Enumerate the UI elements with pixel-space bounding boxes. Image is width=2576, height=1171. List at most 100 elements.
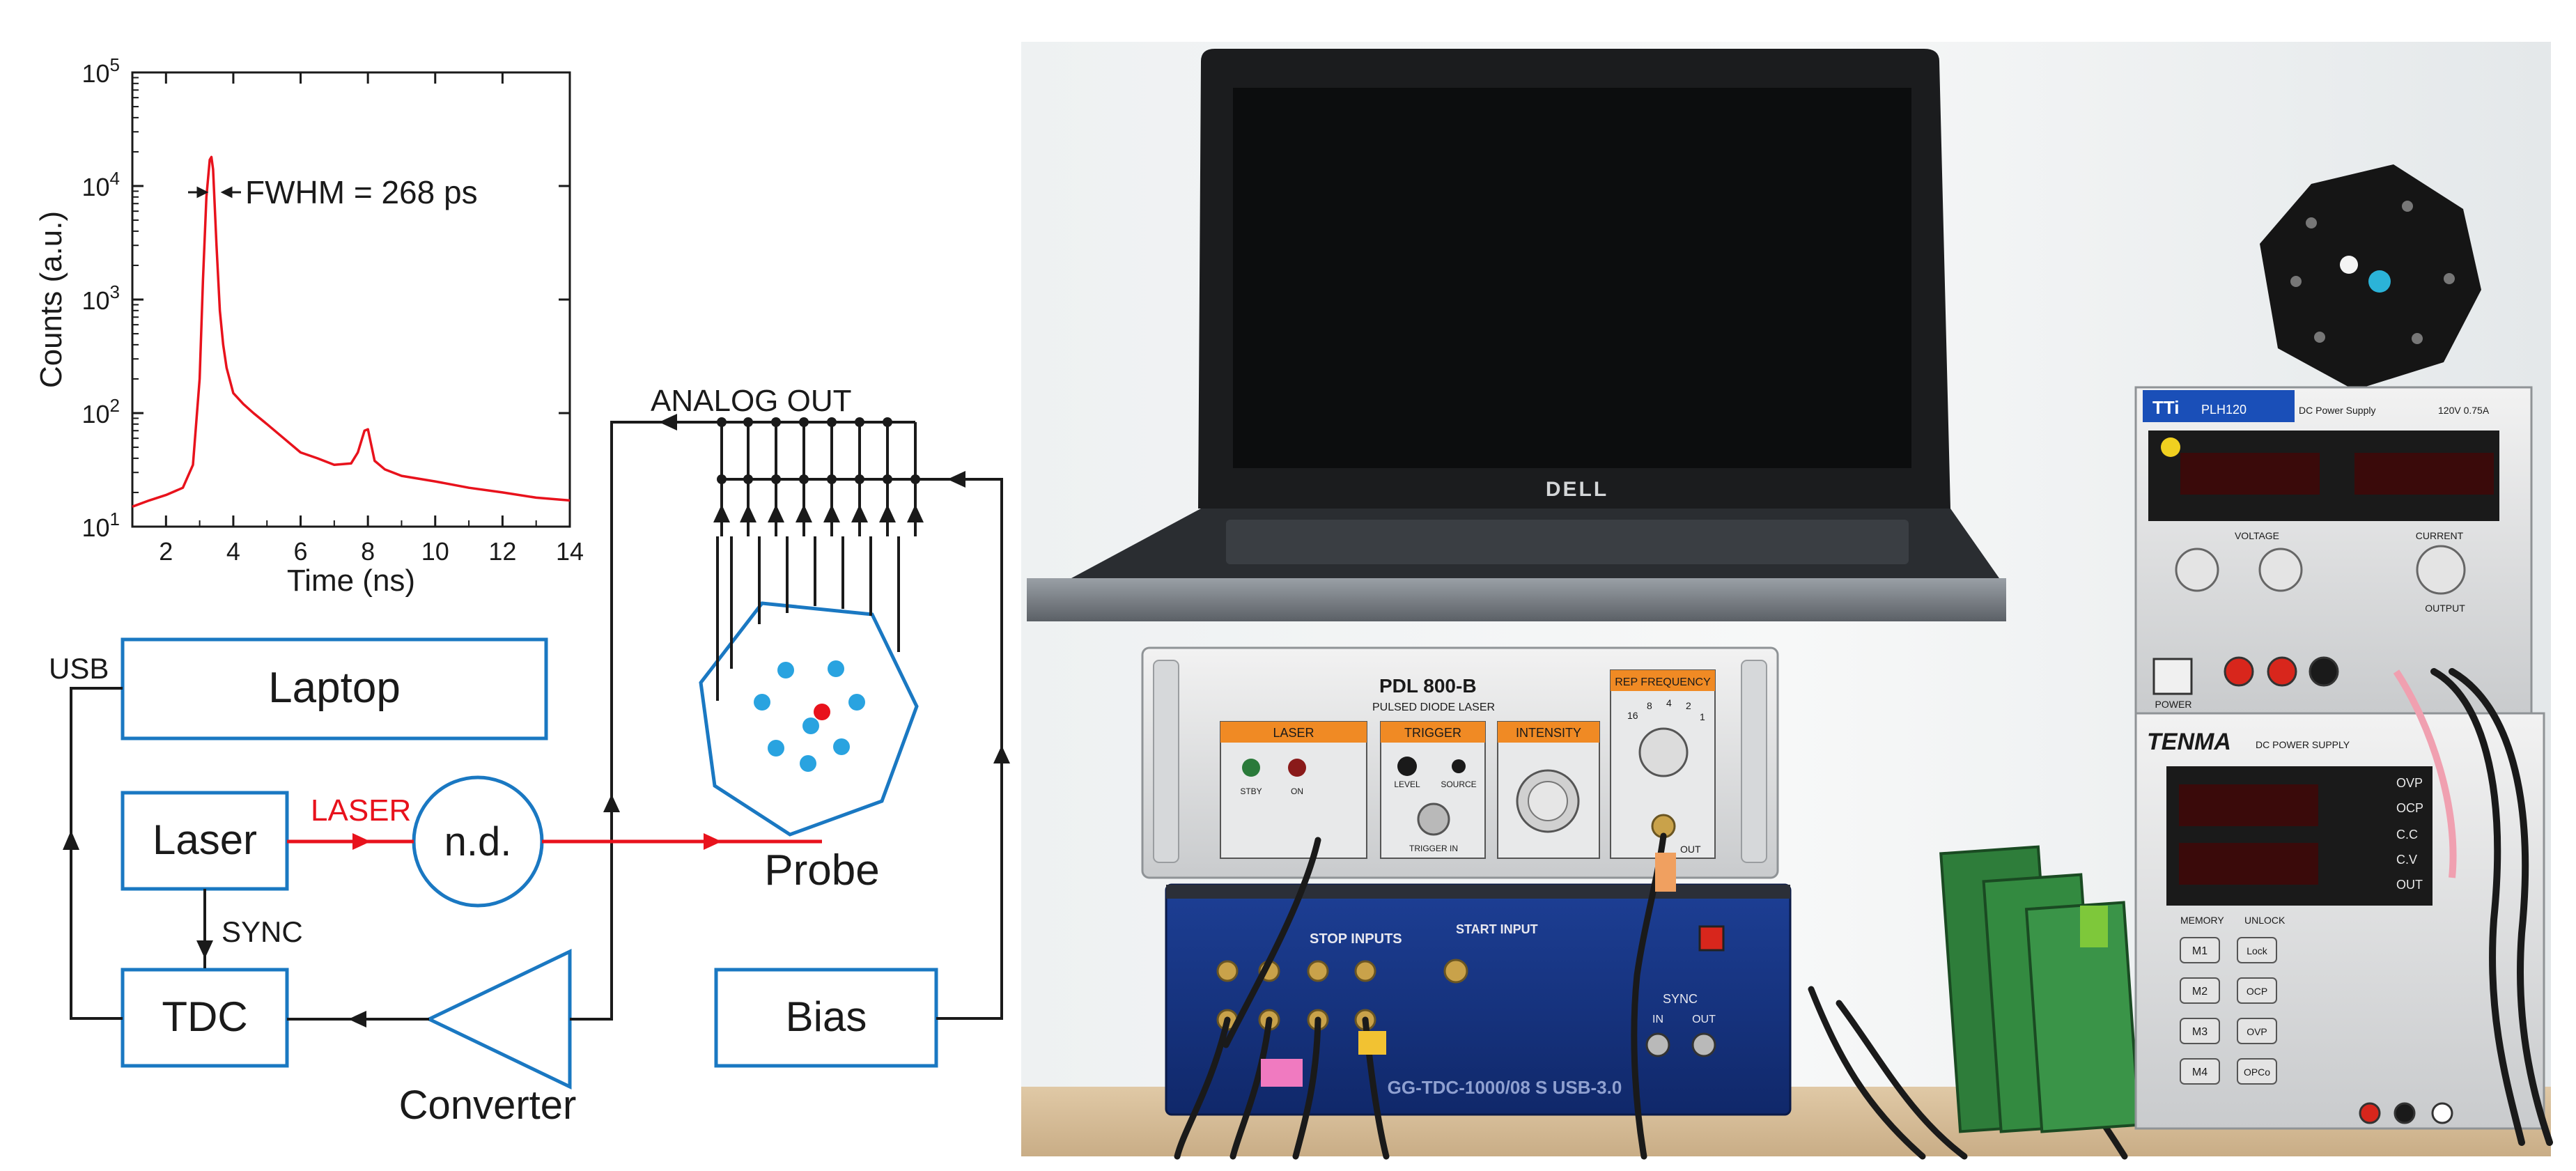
sync-panel-label: SYNC — [1663, 992, 1698, 1006]
decay-curve — [132, 155, 571, 508]
converter-triangle — [425, 949, 572, 1089]
photo-laser-unit: PDL 800-B PULSED DIODE LASER LASER STBY … — [1141, 646, 1779, 879]
photo-probe-leads — [2430, 668, 2553, 1146]
photo-laptop: DELL — [1027, 49, 2006, 621]
y-tick-label: 102 — [82, 395, 120, 428]
plot-frame — [131, 71, 571, 528]
laser-unit-model: PDL 800-B — [1379, 675, 1477, 697]
btn-m4: M4 — [2192, 1067, 2208, 1078]
freq-2: 2 — [1686, 700, 1691, 711]
photo-supply-top: TTi PLH120 DC Power Supply 120V 0.75A VO… — [2134, 386, 2533, 715]
ind-cv: C.V — [2396, 853, 2417, 867]
laser-beam-label: LASER — [311, 793, 411, 828]
x-tick-label: 4 — [226, 537, 240, 566]
freq-4: 4 — [1666, 697, 1672, 708]
tenma-brand: TENMA — [2147, 729, 2231, 755]
btn-m2: M2 — [2192, 986, 2208, 998]
photo-cable-tags — [1261, 853, 1676, 1087]
laser-label: Laser — [153, 816, 257, 863]
bus-junctions — [717, 417, 920, 484]
x-tick-label: 10 — [421, 537, 449, 566]
on-label: ON — [1291, 786, 1303, 796]
fwhm-marker — [188, 186, 241, 199]
x-axis-label: Time (ns) — [287, 564, 415, 598]
ind-out: OUT — [2396, 878, 2423, 892]
photo-pink-lead — [2393, 669, 2457, 878]
tdc-box — [121, 968, 289, 1068]
tti-brand: TTi — [2152, 397, 2180, 418]
laptop-logo: DELL — [1546, 478, 1608, 501]
x-tick-label: 8 — [361, 537, 375, 566]
sync-in-label: IN — [1652, 1014, 1663, 1025]
ind-cc: C.C — [2396, 828, 2418, 842]
btn-opco: OPCo — [2244, 1067, 2270, 1078]
rep-freq-section-label: REP FREQUENCY — [1615, 676, 1711, 688]
trigger-section-label: TRIGGER — [1404, 726, 1461, 740]
tdc-connectors — [1216, 959, 1468, 1031]
y-tick-label: 101 — [82, 509, 120, 542]
intensity-section-label: INTENSITY — [1516, 726, 1581, 740]
wiring-arrows — [63, 414, 1010, 1027]
out-label: OUT — [1680, 844, 1701, 855]
y-tick-label: 103 — [82, 281, 120, 315]
tti-output-label: OUTPUT — [2425, 603, 2465, 614]
memory-label: MEMORY — [2180, 915, 2224, 926]
nd-label: n.d. — [444, 819, 512, 864]
bias-label: Bias — [786, 993, 867, 1040]
freq-16: 16 — [1627, 710, 1638, 721]
tdc-front-text: GG-TDC-1000/08 S USB-3.0 — [1388, 1077, 1622, 1098]
laser-beam-arrows — [352, 833, 722, 850]
converter-label: Converter — [399, 1083, 577, 1128]
photo-probe — [2260, 164, 2481, 390]
btn-lock: Lock — [2247, 945, 2268, 956]
schematic: Laptop USB Laser TDC n.d. Converter Bias — [49, 384, 1010, 1128]
tenma-left-buttons: M1 M2 M3 M4 — [2180, 937, 2220, 1085]
x-tick-label: 14 — [556, 537, 584, 566]
btn-ocp: OCP — [2247, 986, 2267, 997]
probe-channels — [754, 660, 865, 772]
tenma-right-buttons: Lock OCP OVP OPCo — [2237, 937, 2277, 1085]
y-tick-label: 105 — [82, 54, 120, 88]
ind-ovp: OVP — [2396, 776, 2423, 790]
btn-m3: M3 — [2192, 1026, 2208, 1038]
y-tick-label: 104 — [82, 168, 120, 201]
tti-power-label: POWER — [2155, 699, 2192, 710]
tti-model: PLH120 — [2201, 403, 2247, 417]
current-label: CURRENT — [2416, 530, 2464, 541]
tti-rating: 120V 0.75A — [2438, 405, 2490, 416]
photo-supply-bottom: TENMA DC POWER SUPPLY OVP OCP C.C C.V OU… — [2134, 712, 2545, 1130]
source-label: SOURCE — [1441, 780, 1476, 789]
sync-label: SYNC — [222, 915, 303, 948]
laptop-label: Laptop — [268, 664, 401, 712]
probe-center-dot — [814, 704, 830, 720]
stop-inputs-label: STOP INPUTS — [1310, 931, 1402, 947]
btn-ovp: OVP — [2247, 1026, 2267, 1037]
voltage-label: VOLTAGE — [2235, 530, 2279, 541]
y-ticks: 101 102 103 104 105 — [82, 54, 570, 542]
level-label: LEVEL — [1394, 780, 1420, 789]
stby-label: STBY — [1240, 786, 1262, 796]
x-tick-label: 2 — [159, 537, 173, 566]
fwhm-annotation: FWHM = 268 ps — [245, 174, 478, 210]
btn-m1: M1 — [2192, 945, 2208, 957]
trigger-in-label: TRIGGER IN — [1409, 844, 1458, 853]
freq-1: 1 — [1700, 711, 1705, 722]
x-ticks: 2 4 6 8 10 12 14 — [132, 72, 584, 566]
laser-unit-subtitle: PULSED DIODE LASER — [1372, 701, 1495, 713]
laser-section-label: LASER — [1273, 726, 1314, 740]
probe-label: Probe — [764, 846, 879, 894]
tti-subtitle: DC Power Supply — [2299, 405, 2376, 416]
tenma-subtitle: DC POWER SUPPLY — [2256, 739, 2350, 750]
analog-out-label: ANALOG OUT — [651, 384, 852, 418]
sync-out-label: OUT — [1692, 1014, 1716, 1025]
x-tick-label: 12 — [488, 537, 516, 566]
photo-pcbs — [1939, 845, 2166, 1133]
tdc-label: TDC — [162, 993, 247, 1040]
x-tick-label: 6 — [294, 537, 308, 566]
unlock-label: UNLOCK — [2244, 915, 2286, 926]
start-input-label: START INPUT — [1456, 922, 1538, 936]
usb-label: USB — [49, 652, 109, 685]
setup-photo: DELL PDL 800-B PULSED DIODE LASER LASER … — [1021, 42, 2553, 1160]
